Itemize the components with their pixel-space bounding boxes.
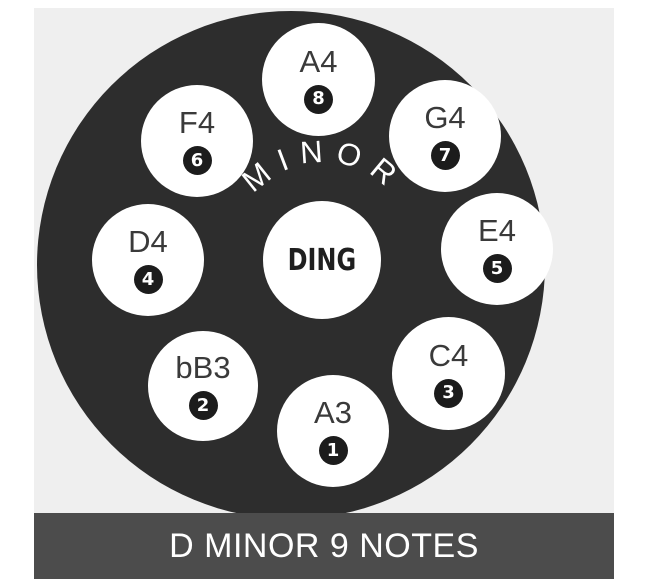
note-name: D4 <box>128 224 168 259</box>
footer-title: D MINOR 9 NOTES <box>169 526 479 565</box>
note-name: A4 <box>299 43 338 79</box>
footer-banner: D MINOR 9 NOTES <box>34 513 614 579</box>
note-number-badge: 8 <box>304 84 333 114</box>
ding-label: DING <box>287 242 357 278</box>
tone-field-a3: A3 1 <box>277 375 389 487</box>
note-number-badge: 7 <box>430 141 460 170</box>
note-name: bB3 <box>175 350 231 385</box>
tone-field-a4: A4 8 <box>262 23 375 136</box>
svg-text:MINOR: MINOR <box>235 133 412 199</box>
note-number-badge: 5 <box>482 254 512 283</box>
note-name: C4 <box>428 337 469 373</box>
note-number-badge: 3 <box>434 378 463 408</box>
note-number-badge: 4 <box>133 265 163 294</box>
note-name: F4 <box>178 105 216 140</box>
scale-name: MINOR <box>235 133 401 199</box>
ding-center: DING <box>263 201 381 319</box>
note-number-badge: 1 <box>318 436 348 465</box>
note-name: G4 <box>424 100 466 135</box>
note-number-badge: 6 <box>182 146 212 175</box>
note-number-badge: 2 <box>188 391 218 420</box>
tone-field-e4: E4 5 <box>441 193 553 305</box>
note-name: E4 <box>478 213 516 248</box>
tone-field-f4: F4 6 <box>141 85 253 197</box>
tone-field-bb3: bB3 2 <box>148 331 258 441</box>
tone-field-g4: G4 7 <box>389 80 501 192</box>
tone-field-d4: D4 4 <box>92 204 204 316</box>
note-name: A3 <box>314 395 352 430</box>
tone-field-c4: C4 3 <box>392 317 505 430</box>
